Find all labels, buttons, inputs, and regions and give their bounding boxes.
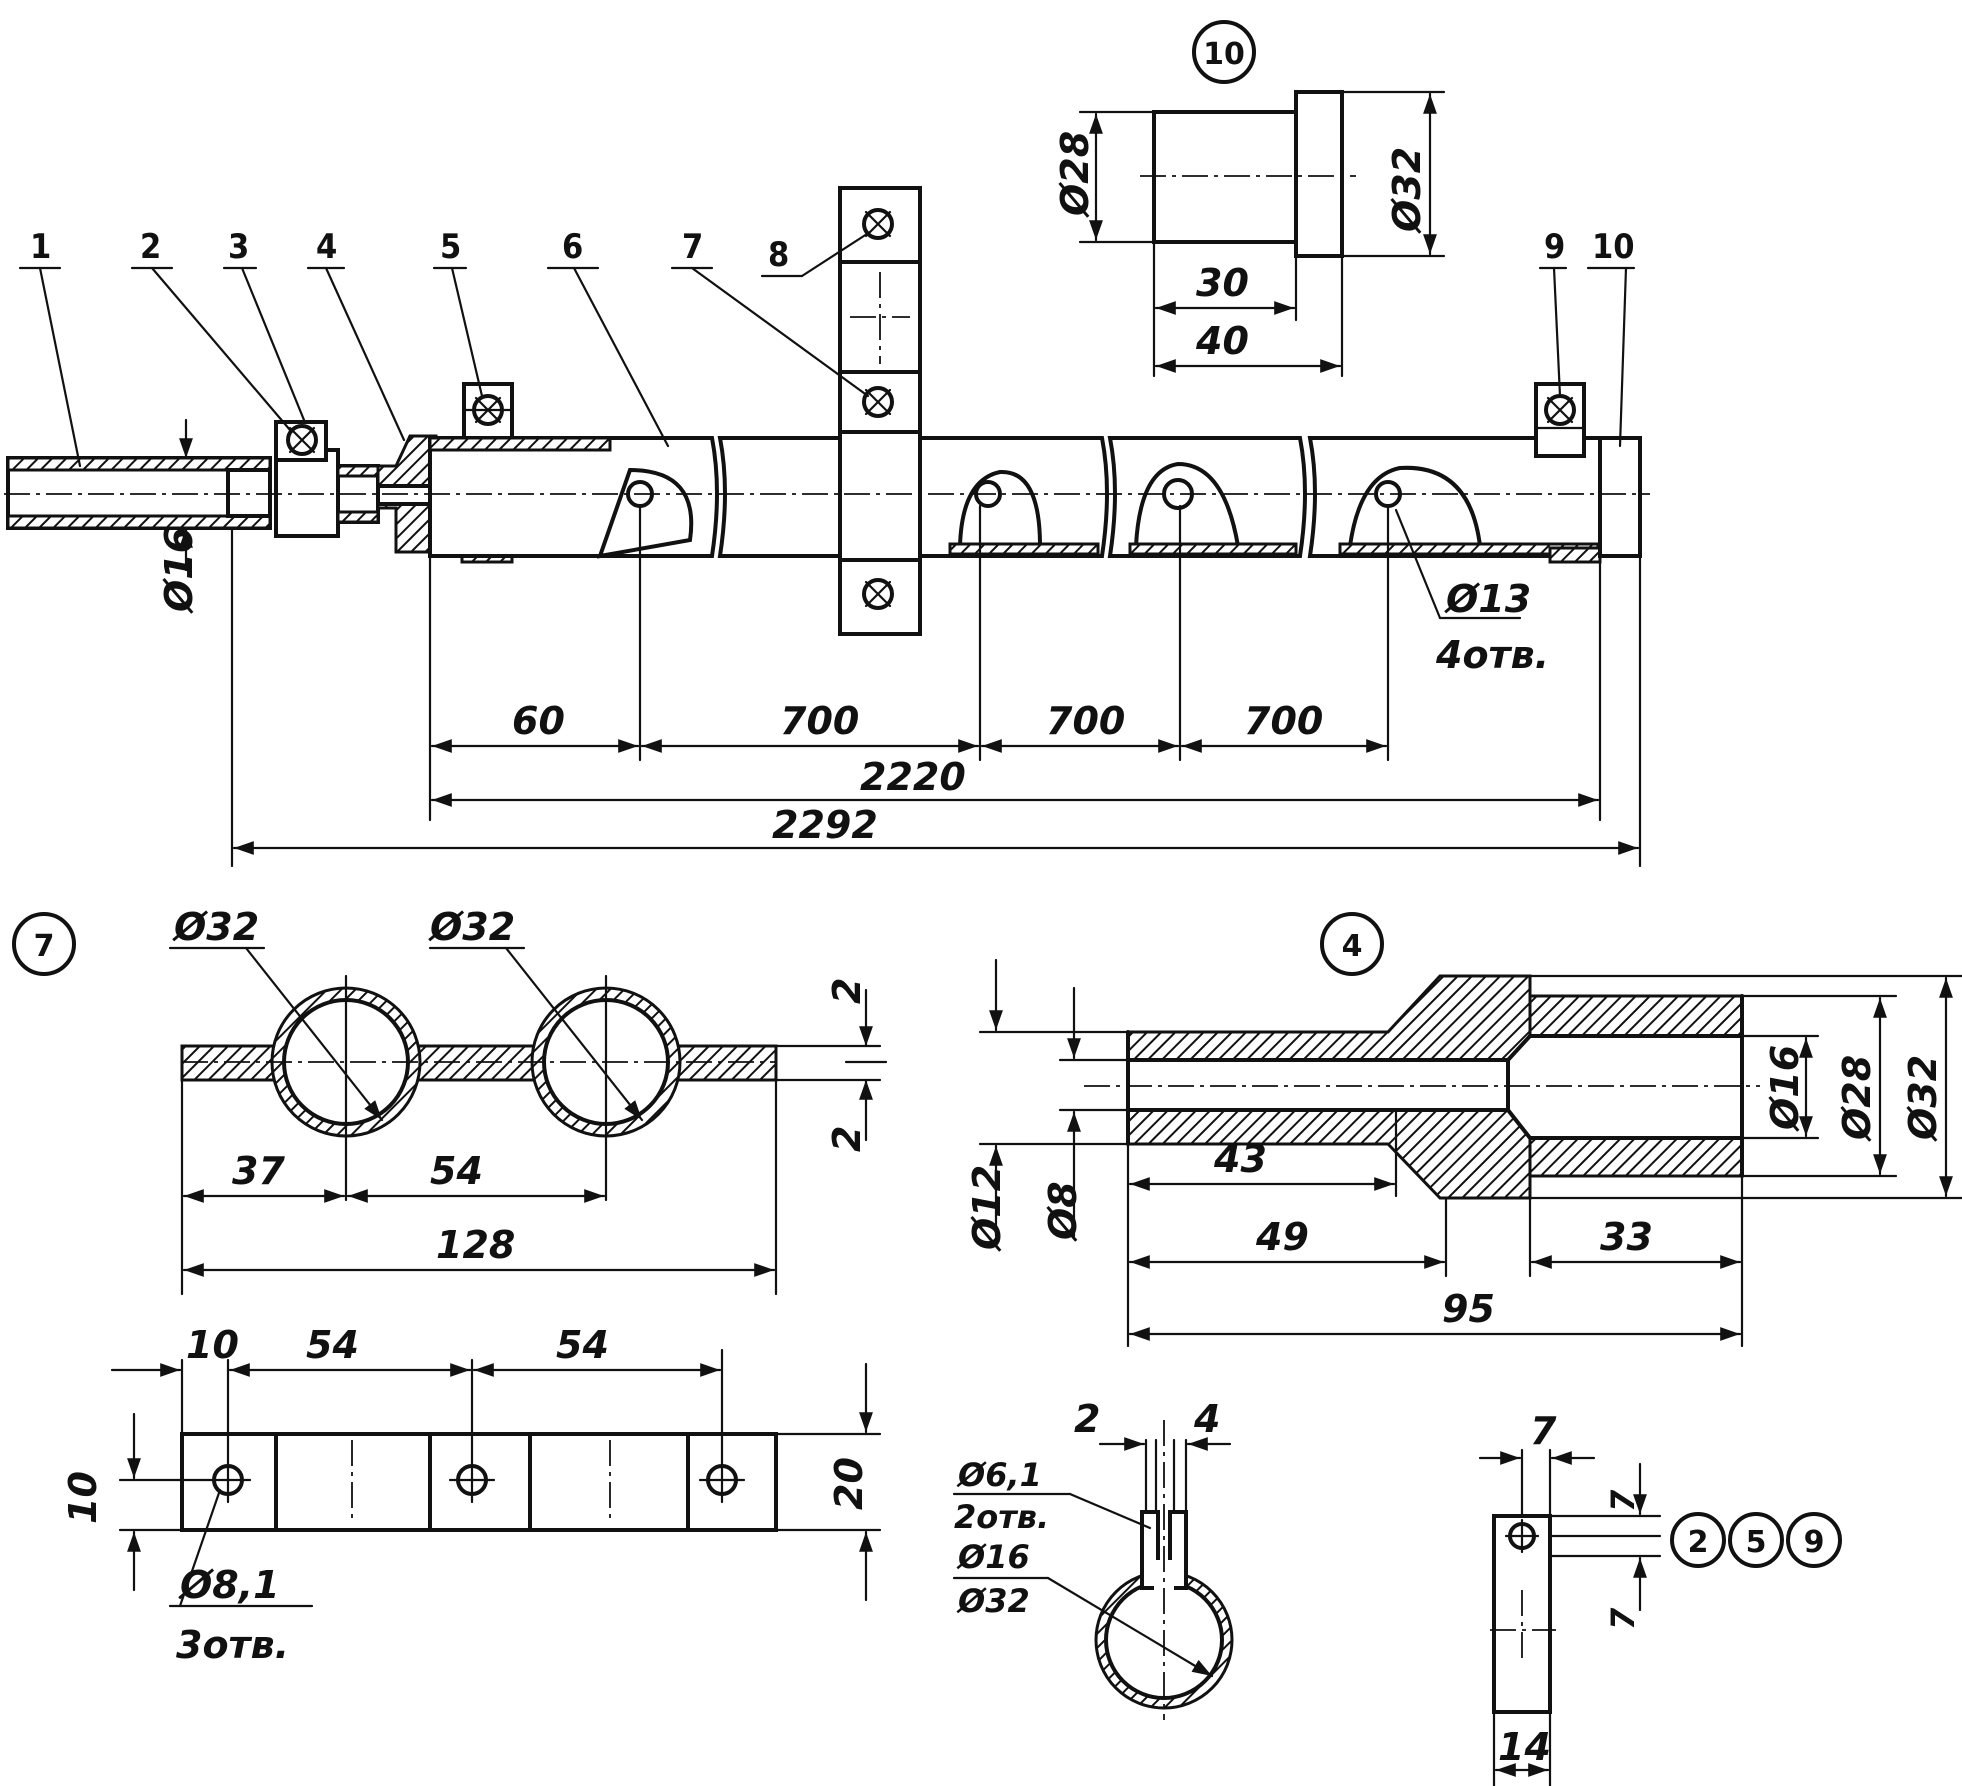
detail-4-l95: 95	[1442, 1287, 1495, 1331]
part-label-7: 7	[682, 227, 703, 267]
dim-700-b: 700	[1046, 699, 1125, 743]
detail-4-d16: Ø16	[1763, 1045, 1807, 1132]
part-label-9: 9	[1544, 227, 1565, 267]
part-label-1: 1	[30, 227, 51, 267]
detail-7-l54: 54	[430, 1149, 483, 1193]
plug-part-10	[1598, 436, 1642, 558]
detail-10: 10 Ø28 Ø32 30 40	[1053, 20, 1446, 378]
detail-marker-5-text: 5	[1746, 1525, 1767, 1560]
main-dimensions: Ø16 60 700 700 700 2220 2292 Ø13 4отв.	[148, 418, 1642, 868]
clamp-hole-count: 2отв.	[954, 1498, 1049, 1536]
detail-7-section: 7 Ø32 Ø32 2 2 37 54 128	[12, 905, 888, 1296]
detail-2-5-9: 7 7 7 14 2 5 9	[1478, 1409, 1842, 1786]
detail-10-marker-text: 10	[1203, 37, 1245, 72]
detail-259-h7-a: 7	[1604, 1489, 1642, 1512]
detail-7-marker-text: 7	[34, 929, 55, 964]
detail-7-l37: 37	[232, 1149, 285, 1193]
part-label-3: 3	[228, 227, 249, 267]
detail-marker-2	[1670, 1512, 1726, 1568]
detail-7-hole-count: 3отв.	[176, 1623, 289, 1667]
part-label-6: 6	[562, 227, 583, 267]
part-label-4: 4	[316, 227, 337, 267]
clamp-hole-d: Ø6,1	[956, 1456, 1042, 1494]
detail-7-hole-d: Ø8,1	[178, 1563, 280, 1607]
clamp-w2: 2	[1074, 1397, 1100, 1441]
dim-2220: 2220	[860, 755, 966, 799]
detail-7-t2-b: 2	[825, 1126, 869, 1152]
dim-60: 60	[512, 699, 565, 743]
clamp-d16: Ø16	[956, 1538, 1030, 1576]
detail-4: 4 Ø12 Ø8 Ø16 Ø28 Ø32	[965, 912, 1962, 1348]
detail-marker-9	[1786, 1512, 1842, 1568]
detail-259-w14: 14	[1498, 1725, 1551, 1769]
detail-259-h7-b: 7	[1604, 1607, 1642, 1630]
part-leaders: 1 2 3 4 5 6 7 8 9 10	[18, 227, 1636, 468]
detail-marker-2-text: 2	[1688, 1525, 1709, 1560]
detail-4-d12: Ø12	[965, 1165, 1009, 1252]
detail-7-top54-a: 54	[306, 1323, 359, 1367]
hole-count-4: 4отв.	[1435, 633, 1549, 677]
detail-10-d28: Ø28	[1053, 131, 1097, 218]
detail-7-d32-a: Ø32	[172, 905, 259, 949]
detail-7-d32-b: Ø32	[428, 905, 515, 949]
dim-700-c: 700	[1244, 699, 1323, 743]
detail-4-l33: 33	[1600, 1215, 1653, 1259]
detail-10-d32: Ø32	[1385, 147, 1429, 234]
crossbar-part-7-8	[838, 186, 922, 636]
part-label-10: 10	[1592, 227, 1635, 267]
clamp-w4: 4	[1193, 1397, 1220, 1441]
main-assembly	[4, 186, 1650, 636]
collar-part-2-3	[274, 420, 380, 538]
detail-7-top54-b: 54	[556, 1323, 609, 1367]
detail-7-h10: 10	[61, 1471, 105, 1524]
detail-10-l40: 40	[1195, 319, 1249, 363]
dim-700-a: 700	[780, 699, 859, 743]
detail-259-w7: 7	[1530, 1409, 1557, 1453]
detail-7-plan: 10 54 54 10 20 Ø8,1 3отв.	[61, 1323, 882, 1667]
part-label-5: 5	[440, 227, 461, 267]
detail-4-d8: Ø8	[1041, 1181, 1085, 1242]
clamp-detail: 2 4 Ø6,1 2отв. Ø16 Ø32	[952, 1397, 1234, 1720]
detail-4-l43: 43	[1213, 1137, 1267, 1181]
detail-4-l49: 49	[1255, 1215, 1309, 1259]
detail-marker-7	[12, 912, 76, 976]
detail-10-l30: 30	[1196, 261, 1249, 305]
part-label-2: 2	[140, 227, 161, 267]
detail-marker-9-text: 9	[1804, 1525, 1825, 1560]
tube-part-6	[428, 436, 1602, 564]
hole-d13: Ø13	[1444, 577, 1531, 621]
part-label-8: 8	[768, 235, 789, 275]
detail-7-t2-a: 2	[825, 978, 869, 1004]
dim-d16: Ø16	[157, 527, 201, 614]
detail-7-top10: 10	[186, 1323, 239, 1367]
detail-marker-5	[1728, 1512, 1784, 1568]
dim-2292: 2292	[772, 803, 878, 847]
detail-4-marker-text: 4	[1342, 929, 1363, 964]
clamp-d32: Ø32	[956, 1582, 1030, 1620]
detail-marker-10	[1192, 20, 1256, 84]
rod-part-1	[6, 456, 272, 530]
detail-7-l128: 128	[436, 1223, 515, 1267]
detail-marker-4	[1320, 912, 1384, 976]
detail-4-d28: Ø28	[1835, 1055, 1879, 1142]
detail-7-h20: 20	[827, 1457, 871, 1510]
detail-4-d32: Ø32	[1901, 1055, 1945, 1142]
